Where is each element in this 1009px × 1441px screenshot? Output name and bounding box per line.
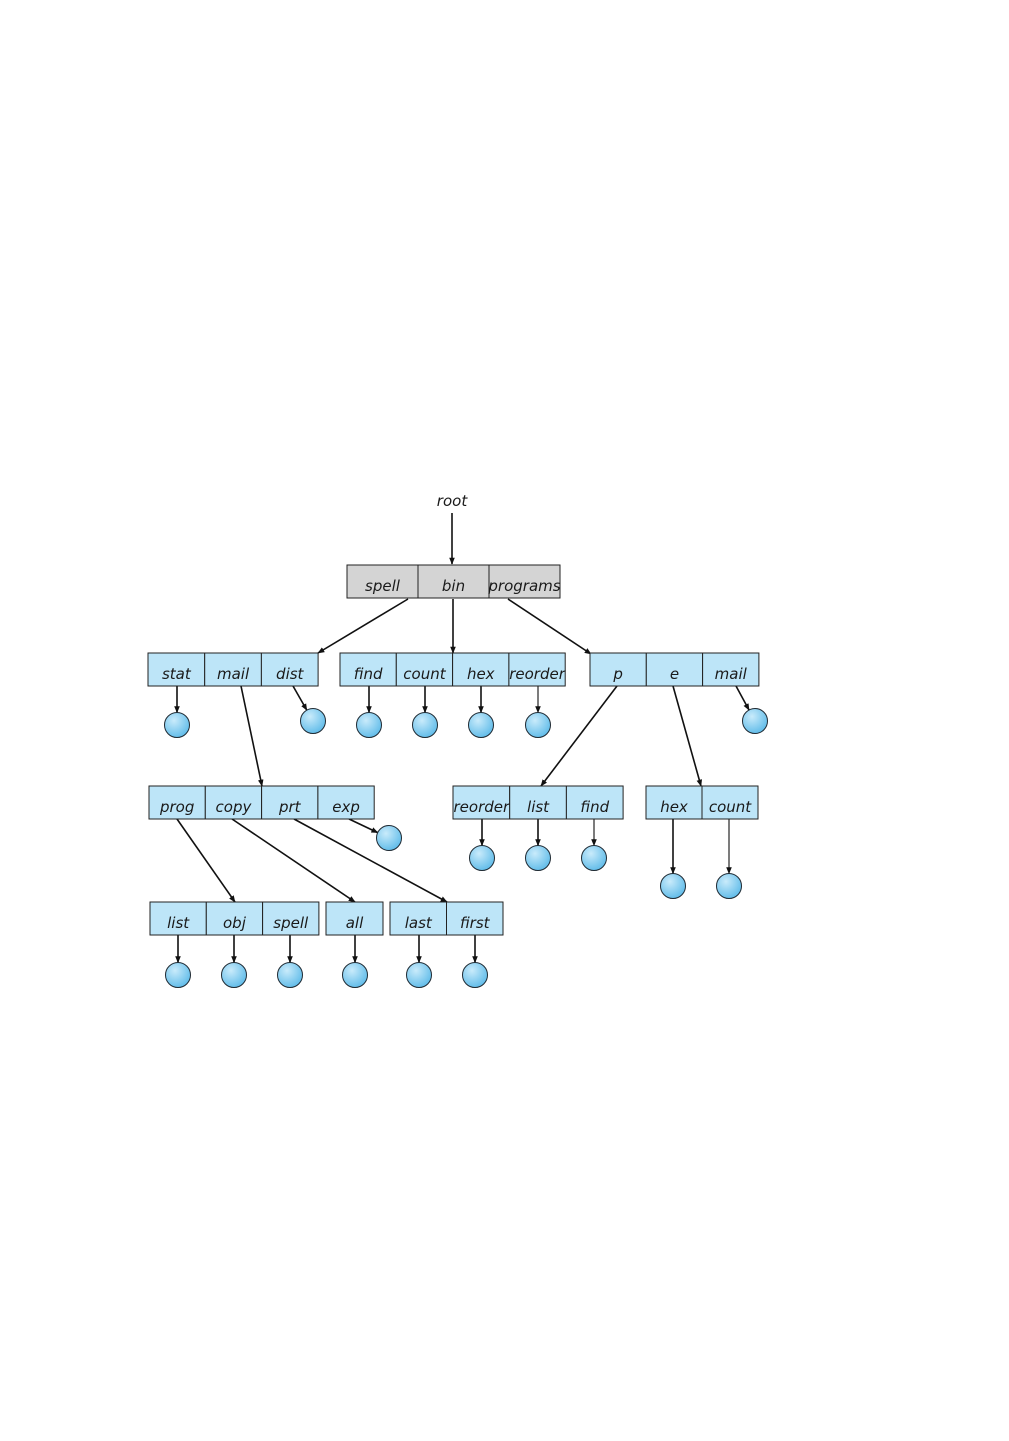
root-label: root	[437, 492, 469, 510]
prog-dir-entry-obj[interactable]: obj	[206, 902, 262, 935]
copy-dir: all	[326, 902, 383, 935]
p-dir-entry-list[interactable]: list	[510, 786, 567, 819]
p-dir-entry-label: find	[580, 798, 609, 816]
file-node-prt-dir-first[interactable]	[463, 963, 488, 988]
programs-dir-entry-label: p	[612, 665, 623, 683]
p-dir-entry-label: reorder	[454, 798, 510, 816]
bin-dir-entry-label: count	[403, 665, 446, 683]
bin-dir-entry-label: find	[354, 665, 383, 683]
file-node-bin-dir-reorder[interactable]	[526, 713, 551, 738]
prt-dir: last first	[390, 902, 503, 935]
file-node-p-dir-reorder[interactable]	[470, 846, 495, 871]
file-node-spell-dir-stat[interactable]	[165, 713, 190, 738]
programs-dir-entry-label: e	[670, 665, 679, 683]
file-node-mail-dir-exp[interactable]	[377, 826, 402, 851]
bin-dir-entry-label: reorder	[509, 665, 565, 683]
root-dir: spell bin programs	[347, 565, 561, 598]
edge-root-dir-spell	[318, 599, 408, 653]
copy-dir-entry-label: all	[346, 914, 364, 932]
mail-dir-entry-copy[interactable]: copy	[205, 786, 261, 819]
file-node-bin-dir-count[interactable]	[413, 713, 438, 738]
root-dir-entry-label: bin	[442, 577, 465, 595]
file-node-p-dir-find[interactable]	[582, 846, 607, 871]
edge-mail-dir-copy	[232, 819, 355, 902]
programs-dir-entry-e[interactable]: e	[646, 653, 702, 686]
bin-dir-entry-label: hex	[467, 665, 495, 683]
spell-dir-entry-mail[interactable]: mail	[205, 653, 262, 686]
file-node-programs-dir-mail[interactable]	[743, 709, 768, 734]
edge-mail-dir-exp-file	[349, 819, 378, 833]
mail-dir-entry-label: copy	[216, 798, 253, 816]
root-dir-entry-bin[interactable]: bin	[418, 565, 489, 598]
e-dir-entry-label: hex	[660, 798, 688, 816]
root-dir-entry-label: spell	[365, 577, 401, 595]
spell-dir-entry-label: stat	[162, 665, 192, 683]
p-dir-entry-reorder[interactable]: reorder	[453, 786, 510, 819]
programs-dir-entry-mail[interactable]: mail	[703, 653, 759, 686]
prt-dir-entry-last[interactable]: last	[390, 902, 447, 935]
e-dir-entry-label: count	[709, 798, 752, 816]
mail-dir: prog copy prt exp	[149, 786, 374, 819]
programs-dir-entry-p[interactable]: p	[590, 653, 646, 686]
bin-dir-entry-hex[interactable]: hex	[453, 653, 509, 686]
prog-dir-entry-list[interactable]: list	[150, 902, 206, 935]
root-dir-entry-label: programs	[487, 577, 560, 595]
bin-dir-entry-find[interactable]: find	[340, 653, 396, 686]
edge-root-dir-programs	[508, 599, 591, 654]
file-node-e-dir-hex[interactable]	[661, 874, 686, 899]
prog-dir-entry-label: list	[167, 914, 190, 932]
file-node-prt-dir-last[interactable]	[407, 963, 432, 988]
file-node-prog-dir-list[interactable]	[166, 963, 191, 988]
file-node-spell-dir-dist[interactable]	[301, 709, 326, 734]
spell-dir-entry-label: dist	[276, 665, 305, 683]
mail-dir-entry-label: prt	[278, 798, 302, 816]
p-dir: reorder list find	[453, 786, 623, 819]
prog-dir-entry-label: spell	[273, 914, 309, 932]
edge-mail-dir-prt	[294, 819, 447, 902]
e-dir-entry-hex[interactable]: hex	[646, 786, 702, 819]
e-dir: hex count	[646, 786, 758, 819]
bin-dir-entry-count[interactable]: count	[396, 653, 452, 686]
file-node-bin-dir-find[interactable]	[357, 713, 382, 738]
spell-dir-entry-stat[interactable]: stat	[148, 653, 205, 686]
file-node-prog-dir-spell[interactable]	[278, 963, 303, 988]
p-dir-entry-label: list	[527, 798, 550, 816]
prt-dir-entry-first[interactable]: first	[447, 902, 504, 935]
prog-dir-entry-label: obj	[223, 914, 247, 932]
mail-dir-entry-label: exp	[332, 798, 360, 816]
mail-dir-entry-prt[interactable]: prt	[262, 786, 318, 819]
file-node-e-dir-count[interactable]	[717, 874, 742, 899]
file-node-bin-dir-hex[interactable]	[469, 713, 494, 738]
programs-dir: p e mail	[590, 653, 759, 686]
edge-spell-dir-mail	[241, 686, 262, 786]
e-dir-entry-count[interactable]: count	[702, 786, 758, 819]
file-node-p-dir-list[interactable]	[526, 846, 551, 871]
edge-spell-dir-dist-file	[293, 686, 307, 710]
root-dir-entry-programs[interactable]: programs	[487, 565, 560, 598]
spell-dir-entry-label: mail	[217, 665, 250, 683]
spell-dir: stat mail dist	[148, 653, 318, 686]
programs-dir-entry-label: mail	[715, 665, 748, 683]
file-node-prog-dir-obj[interactable]	[222, 963, 247, 988]
edge-programs-dir-p	[541, 686, 617, 786]
copy-dir-entry-all[interactable]: all	[326, 902, 383, 935]
spell-dir-entry-dist[interactable]: dist	[261, 653, 318, 686]
edge-programs-dir-e	[673, 686, 701, 786]
bin-dir-entry-reorder[interactable]: reorder	[509, 653, 566, 686]
edge-programs-dir-mail-file	[736, 686, 749, 710]
mail-dir-entry-exp[interactable]: exp	[318, 786, 374, 819]
prog-dir: list obj spell	[150, 902, 319, 935]
root-dir-entry-spell[interactable]: spell	[347, 565, 418, 598]
file-node-copy-dir-all[interactable]	[343, 963, 368, 988]
prog-dir-entry-spell[interactable]: spell	[263, 902, 319, 935]
prt-dir-entry-label: first	[460, 914, 491, 932]
prt-dir-entry-label: last	[405, 914, 433, 932]
mail-dir-entry-prog[interactable]: prog	[149, 786, 205, 819]
edge-mail-dir-prog	[177, 819, 235, 902]
bin-dir: find count hex reorder	[340, 653, 566, 686]
mail-dir-entry-label: prog	[159, 798, 194, 816]
p-dir-entry-find[interactable]: find	[566, 786, 623, 819]
